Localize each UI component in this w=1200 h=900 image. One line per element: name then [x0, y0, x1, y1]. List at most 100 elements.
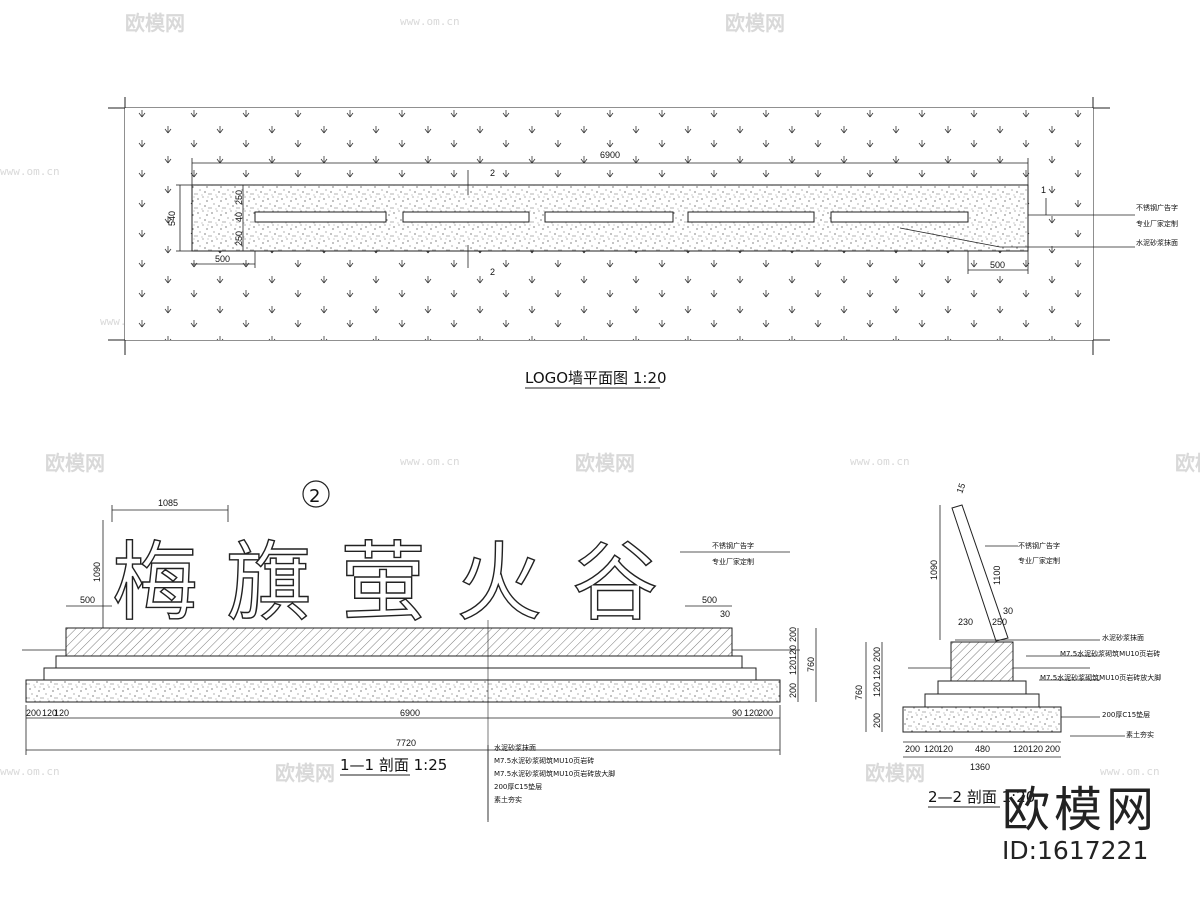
s2-dim-total-width: 1360	[970, 762, 990, 772]
s2-note-steel: 不锈钢广告字	[1018, 541, 1060, 550]
s2-legend-3: M7.5水泥砂浆砌筑MU10页岩砖放大脚	[1040, 673, 1161, 682]
s1-legend: 水泥砂浆抹面 M7.5水泥砂浆砌筑MU10页岩砖 M7.5水泥砂浆砌筑MU10页…	[494, 743, 615, 804]
s2-character-profile	[951, 504, 1009, 642]
c15-cushion-layer	[25, 679, 781, 703]
s1-dim-right-step-1: 90	[732, 708, 742, 718]
s2-dim-b6: 120	[1028, 744, 1043, 754]
s2-dim-diag: 1100	[992, 566, 1002, 585]
s2-dim-total-height: 760	[854, 685, 864, 700]
s2-dim-h1: 200	[872, 647, 882, 662]
watermark-logo-text: 欧模网	[45, 451, 105, 475]
s1-dim-right-offset: 500	[702, 595, 717, 605]
brand-name: 欧模网	[1001, 782, 1158, 838]
s1-dim-h4: 200	[788, 683, 798, 698]
plan-note-steel: 不锈钢广告字	[1136, 203, 1178, 212]
section-1-1: 梅 旗 萤 火 谷 2 1085 1090 500 500 30 7720 69…	[22, 480, 817, 822]
plan-dim-lines	[176, 158, 1135, 274]
plan-dim-length: 6900	[600, 150, 620, 160]
plan-dim-top: 250	[234, 190, 244, 205]
s2-dim-height: 1090	[929, 560, 939, 580]
watermark-logo-text: 欧模网	[275, 761, 335, 785]
section1-dim-lines	[25, 505, 817, 822]
section2-title: 2—2 剖面 1:20	[928, 788, 1035, 806]
watermark-url-text: www.om.cn	[400, 15, 460, 28]
plan-dim-width: 540	[167, 211, 177, 226]
s2-legend-1: 水泥砂浆抹面	[1102, 633, 1144, 642]
s1-dim-h1: 200	[788, 627, 798, 642]
watermark-url-text: www.om.cn	[0, 765, 60, 778]
watermark-url-text: www.om.cn	[0, 165, 60, 178]
s1-note-steel: 不锈钢广告字	[712, 541, 754, 550]
s1-dim-center: 6900	[400, 708, 420, 718]
s1-dim-right-step-2: 120	[744, 708, 759, 718]
footing-step-lower	[43, 667, 757, 681]
s1-dim-left-step-3: 120	[54, 708, 69, 718]
section-2-2: 1090 1100 30 230 250 15 760 200 120 120 …	[854, 482, 1161, 808]
s2-dim-thirty: 30	[1003, 606, 1013, 616]
watermark-logo-text: 欧模网	[865, 761, 925, 785]
watermark-logo-text: 欧模网	[125, 11, 185, 35]
s2-dim-h2: 120	[872, 665, 882, 680]
plan-note-steel2: 专业厂家定制	[1136, 219, 1178, 228]
section1-title: 1—1 剖面 1:25	[340, 756, 447, 774]
s1-legend-4: 200厚C15垫层	[494, 782, 542, 791]
watermark-url-text: www.om.cn	[850, 455, 910, 468]
s2-footing-upper	[937, 680, 1027, 695]
s1-legend-1: 水泥砂浆抹面	[494, 743, 536, 752]
char-5: 谷	[572, 533, 658, 633]
s1-dim-left-step-2: 120	[42, 708, 57, 718]
plan-note-cement: 水泥砂浆抹面	[1136, 238, 1178, 247]
section-circle-number: 2	[309, 486, 320, 507]
s2-legend-4: 200厚C15垫层	[1102, 710, 1150, 719]
s2-wall-body	[950, 641, 1014, 682]
plan-title: LOGO墙平面图 1:20	[525, 369, 667, 387]
plan-view: 6900 540 250 40 250 500 500 2 2 1 不锈钢广告字…	[108, 97, 1178, 389]
plan-dim-right-offset: 500	[990, 260, 1005, 270]
s1-dim-h2: 120	[788, 645, 798, 660]
s2-note-steel2: 专业厂家定制	[1018, 556, 1060, 565]
plan-section-mark-bottom: 2	[490, 267, 495, 277]
footing-step-upper	[55, 655, 743, 669]
s1-dim-left-offset: 500	[80, 595, 95, 605]
char-3: 萤	[340, 533, 426, 633]
s1-dim-right-step-3: 200	[758, 708, 773, 718]
plan-section-mark-1: 1	[1041, 185, 1046, 195]
watermark-url-text: www.om.cn	[400, 455, 460, 468]
s1-dim-left-step-1: 200	[26, 708, 41, 718]
s1-dim-char-width: 1085	[158, 498, 178, 508]
s2-legend-2: M7.5水泥砂浆砌筑MU10页岩砖	[1060, 649, 1160, 658]
s2-dim-230: 230	[958, 617, 973, 627]
s2-dim-h4: 200	[872, 713, 882, 728]
s2-dim-b1: 200	[905, 744, 920, 754]
s2-dim-h3: 120	[872, 682, 882, 697]
s1-dim-total: 7720	[396, 738, 416, 748]
s2-dim-b5: 120	[1013, 744, 1028, 754]
watermark-logo-text: 欧模网	[725, 11, 785, 35]
s1-dim-h3: 120	[788, 660, 798, 675]
char-1: 梅	[112, 533, 198, 633]
char-2: 旗	[226, 533, 312, 633]
s2-dim-250: 250	[992, 617, 1007, 627]
plan-section-mark-top: 2	[490, 168, 495, 178]
brick-wall-body	[65, 627, 733, 657]
section-circle-mark	[302, 480, 330, 508]
s1-legend-3: M7.5水泥砂浆砌筑MU10页岩砖放大脚	[494, 769, 615, 778]
s1-dim-thirty: 30	[720, 609, 730, 619]
s2-dim-b4: 480	[975, 744, 990, 754]
brand-id: ID:1617221	[1001, 836, 1149, 865]
watermark-url-text: www.om.cn	[1100, 765, 1160, 778]
s2-dim-b3: 120	[938, 744, 953, 754]
watermark-logo-text: 欧模网	[1175, 451, 1200, 475]
signage-characters: 梅 旗 萤 火 谷	[111, 532, 658, 633]
s1-note-steel2: 专业厂家定制	[712, 557, 754, 566]
s1-dim-total-height: 760	[806, 657, 816, 672]
s2-dim-b2: 120	[924, 744, 939, 754]
plan-dim-mid: 40	[234, 212, 244, 222]
s2-legend-5: 素土夯实	[1126, 730, 1154, 739]
s2-dim-b7: 200	[1045, 744, 1060, 754]
watermark-logo-text: 欧模网	[575, 451, 635, 475]
plan-letter-strips	[254, 211, 969, 223]
s2-dim-lines	[865, 505, 1125, 758]
s2-dim-top-mark: 15	[954, 482, 967, 495]
